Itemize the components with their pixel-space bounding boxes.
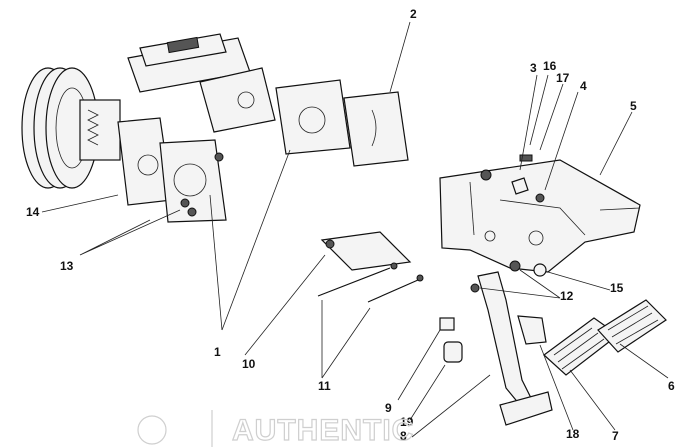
pedal-arm <box>477 271 553 426</box>
callout-11: 11 <box>318 379 331 393</box>
callout-19: 19 <box>400 415 414 429</box>
watermark-seal-icon <box>137 415 167 445</box>
callout-labels: 1 2 3 4 5 6 7 8 9 10 11 12 13 14 15 16 1… <box>26 7 675 443</box>
callout-3: 3 <box>530 61 537 75</box>
callout-17: 17 <box>556 71 570 85</box>
callout-18: 18 <box>566 427 580 441</box>
watermark: AUTHENTIC <box>137 410 414 447</box>
callout-6: 6 <box>668 379 675 393</box>
callout-13: 13 <box>60 259 74 273</box>
brake-booster <box>21 67 121 189</box>
mounting-plate <box>159 139 227 223</box>
watermark-text: AUTHENTIC <box>232 414 414 447</box>
pedal-pads <box>543 299 667 376</box>
pedal-support-bracket <box>439 159 641 273</box>
callout-15: 15 <box>610 281 624 295</box>
callout-5: 5 <box>630 99 637 113</box>
cylinder-gasket-plate <box>275 79 409 167</box>
master-cylinder <box>127 33 276 133</box>
pivot-bracket <box>320 231 412 271</box>
callout-1: 1 <box>214 345 221 359</box>
callout-12: 12 <box>560 289 574 303</box>
callout-4: 4 <box>580 79 587 93</box>
pushrods <box>317 262 424 303</box>
callout-10: 10 <box>242 357 256 371</box>
callout-9: 9 <box>385 401 392 415</box>
callout-2: 2 <box>410 7 417 21</box>
callout-8: 8 <box>400 429 407 443</box>
callout-16: 16 <box>543 59 557 73</box>
callout-7: 7 <box>612 429 619 443</box>
leader-lines <box>41 21 669 438</box>
small-hardware <box>439 154 547 363</box>
callout-14: 14 <box>26 205 40 219</box>
